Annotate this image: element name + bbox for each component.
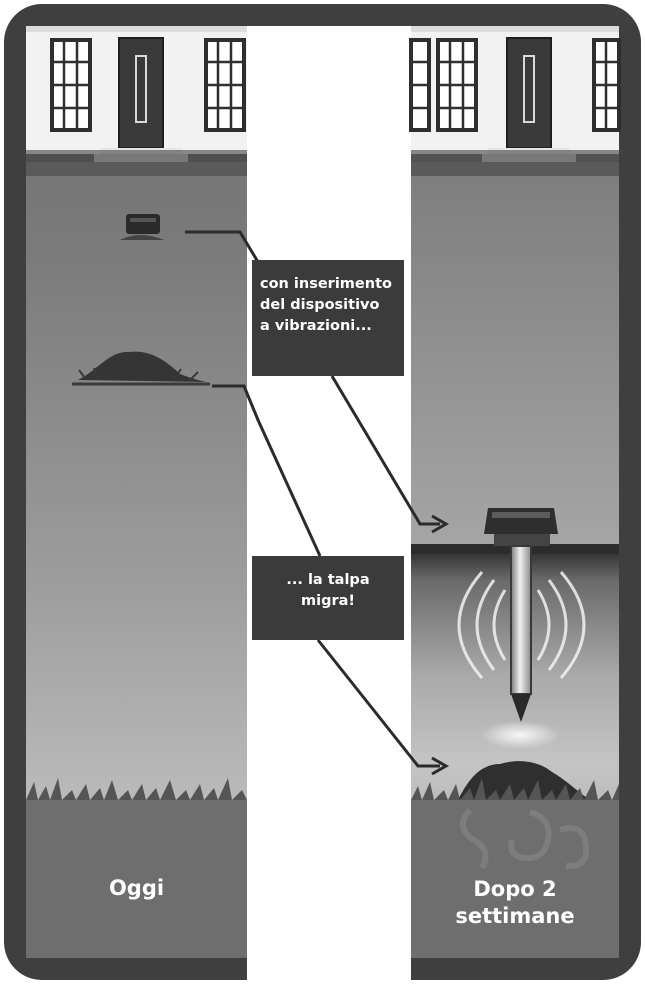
caption-today-label: Oggi <box>108 876 165 900</box>
caption-after-two-weeks: Dopo 2 settimane <box>411 876 619 931</box>
grass-icon <box>26 778 247 800</box>
arrow-right-icon <box>431 514 450 534</box>
window <box>592 38 621 132</box>
caption-today: Oggi <box>26 875 247 902</box>
vibration-waves-icon <box>457 571 586 679</box>
mole-repeller-device-icon <box>484 508 558 722</box>
callout-mole-migrates: ... la talpa migra! <box>252 556 404 640</box>
tunnel-icon <box>460 808 590 870</box>
callout-line: ... la talpa <box>286 572 370 588</box>
window <box>436 38 478 132</box>
callout-device-insertion: con inserimento del dispositivo a vibraz… <box>252 260 404 376</box>
window <box>204 38 246 132</box>
window <box>50 38 92 132</box>
grass-icon <box>411 778 619 800</box>
window <box>409 38 431 132</box>
connector-lines <box>185 230 440 768</box>
callout-line: a vibrazioni... <box>260 318 372 335</box>
mole-repeller-device-icon <box>120 214 164 240</box>
molehill-icon <box>72 351 210 386</box>
callout-line: migra! <box>300 593 355 610</box>
callout-line: del dispositivo <box>260 297 380 314</box>
right-panel <box>409 26 621 958</box>
callout-line: con inserimento <box>260 276 392 292</box>
middle-strip <box>247 26 411 984</box>
left-panel <box>26 26 247 958</box>
molehill-icon <box>458 761 590 800</box>
caption-line: Dopo 2 <box>473 877 557 901</box>
caption-line: settimane <box>455 904 575 929</box>
arrow-right-icon <box>431 756 450 776</box>
